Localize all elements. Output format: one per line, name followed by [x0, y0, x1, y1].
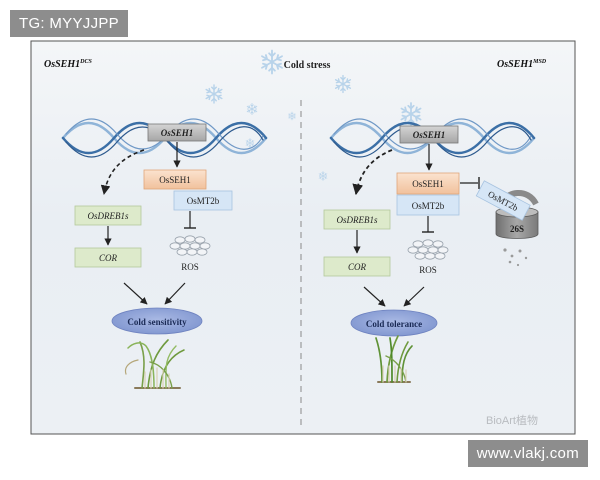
dashed-arrow-gene-to-dreb-right: [352, 149, 393, 196]
degradation-fragments: [503, 248, 528, 267]
arrow-cor-to-outcome-right: [363, 286, 386, 307]
osdreb1s-label-right: OsDREB1s: [337, 215, 378, 225]
gene-box-right: [399, 125, 459, 144]
osdreb1s-box-left: [74, 205, 142, 226]
ros-label-left: ROS: [181, 262, 199, 272]
osdreb1s-box-right: [323, 209, 391, 230]
osseh1-protein-box-left: [143, 169, 207, 190]
osmt2b-box-left: [173, 190, 233, 211]
osmt2b-label-right: OsMT2b: [412, 201, 445, 211]
osdreb1s-label-left: OsDREB1s: [88, 211, 129, 221]
cor-label-left: COR: [99, 253, 118, 263]
cold-tolerance-label: Cold tolerance: [366, 319, 422, 329]
osmt2b-label-left: OsMT2b: [187, 196, 220, 206]
arrow-ros-to-outcome-right: [403, 286, 425, 307]
rice-seedling-right: [375, 335, 413, 383]
cor-box-left: [74, 247, 142, 268]
cold-sensitivity-label: Cold sensitivity: [127, 317, 187, 327]
osseh1-protein-box-right: [396, 172, 460, 195]
arrow-cor-to-outcome-left: [123, 282, 148, 305]
gene-label-right: OsSEH1: [413, 130, 446, 140]
faint-watermark: BioArt植物: [486, 413, 538, 427]
cold-sensitivity-oval: [111, 307, 203, 335]
arrow-ros-to-outcome-left: [164, 282, 186, 305]
gene-label-left: OsSEH1: [161, 128, 194, 138]
ros-label-right: ROS: [419, 265, 437, 275]
osseh1-protein-label-right: OsSEH1: [412, 179, 444, 189]
proteasome-label: 26S: [510, 224, 524, 234]
osseh1-protein-label-left: OsSEH1: [159, 175, 191, 185]
ros-molecules-left: [169, 235, 211, 256]
left-genotype-label: OsSEH1DCS: [44, 59, 92, 70]
right-genotype-label: OsSEH1MSD: [497, 59, 547, 70]
cold-stress-title: Cold stress: [284, 60, 331, 71]
dashed-arrow-gene-to-dreb-left: [100, 149, 145, 195]
ros-molecules-right: [407, 239, 449, 260]
cor-box-right: [323, 256, 391, 277]
bottom-watermark-badge: www.vlakj.com: [467, 440, 588, 467]
figure-panel: [30, 40, 576, 435]
cold-tolerance-oval: [350, 309, 438, 337]
osmt2b-box-right: [396, 194, 460, 216]
top-watermark-badge: TG: MYYJJPP: [10, 10, 128, 37]
cor-label-right: COR: [348, 262, 367, 272]
rice-seedling-left: [124, 339, 185, 389]
gene-box-left: [147, 123, 207, 142]
